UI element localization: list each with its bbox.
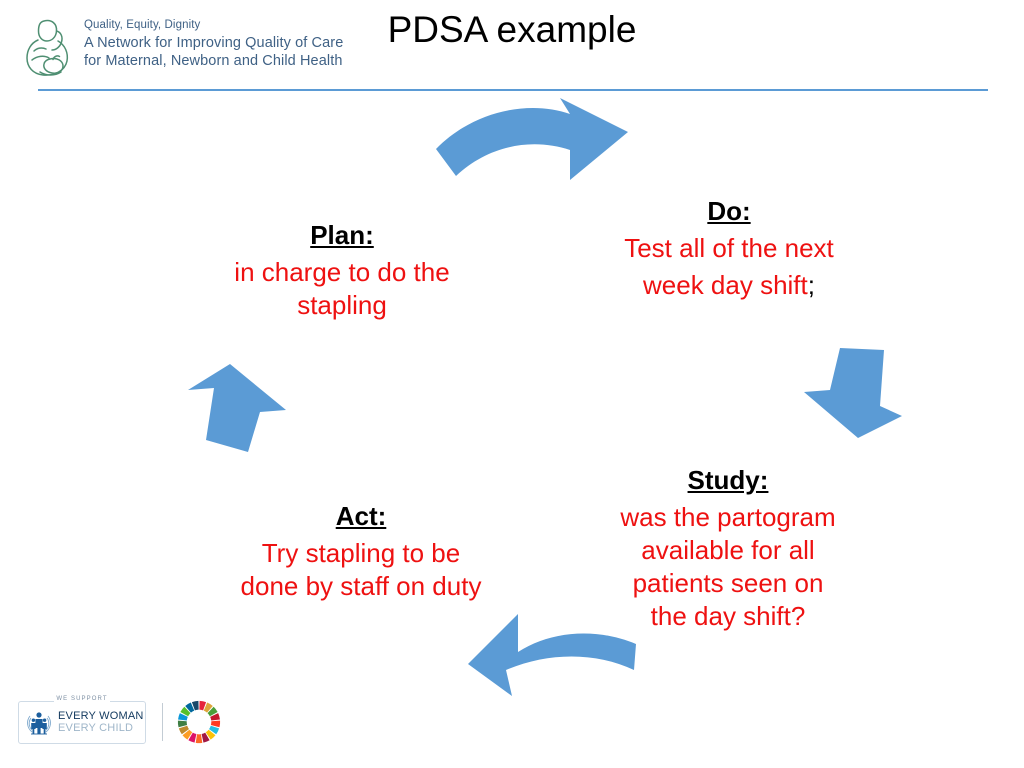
arrow-up-icon [188,364,286,452]
pdsa-act-heading-row: Act: [240,500,482,537]
pdsa-do-body: Test all of the next week day shift [624,233,834,300]
brand-tagline: Quality, Equity, Dignity [84,19,201,31]
every-woman-every-child-logo: WE SUPPORT EVERY WOMAN EVERY CHILD [18,695,146,744]
pdsa-act-heading: Act: [335,501,387,531]
sdg-color-wheel-icon [177,700,221,744]
header-divider [38,89,988,91]
every-woman-every-child-emblem [27,712,51,735]
pdsa-study-body: was the partogram available for all pati… [620,502,836,631]
brand-logo: Quality, Equity, Dignity A Network for I… [20,14,343,80]
footer-divider [162,703,163,741]
pdsa-study-heading-row: Study: [612,464,844,501]
pdsa-block-act: Act: Try stapling to be done by staff on… [240,500,482,603]
pdsa-plan-heading: Plan: [310,220,374,250]
pdsa-block-do: Do: Test all of the next week day shift; [620,195,838,306]
ewec-line-1: EVERY WOMAN [58,710,144,722]
pdsa-block-plan: Plan: in charge to do the stapling [218,219,466,322]
page-title: PDSA example [387,9,637,50]
ewec-line-2: EVERY CHILD [58,722,134,734]
pdsa-do-heading: Do: [707,196,751,226]
pdsa-block-study: Study: was the partogram available for a… [612,464,844,633]
arrow-down-icon [804,348,902,438]
pdsa-do-body-row: Test all of the next week day shift; [620,232,838,306]
pdsa-plan-heading-row: Plan: [218,219,466,256]
pdsa-do-tail: ; [807,270,815,300]
pdsa-plan-body: in charge to do the stapling [234,257,450,320]
mother-and-baby-icon [26,19,69,76]
pdsa-do-heading-row: Do: [620,195,838,232]
ewec-wordmark: EVERY WOMAN EVERY CHILD [58,710,144,734]
brand-line-2: for Maternal, Newborn and Child Health [84,53,343,69]
pdsa-study-heading: Study: [687,465,769,495]
slide-header: Quality, Equity, Dignity A Network for I… [0,0,1024,96]
brand-logo-text: Quality, Equity, Dignity A Network for I… [84,14,343,70]
curved-arrow-right-icon [436,98,628,180]
curved-arrow-left-icon [468,614,636,696]
pdsa-act-body: Try stapling to be done by staff on duty [240,538,482,601]
ewec-support-label: WE SUPPORT [54,695,110,702]
footer-logos: WE SUPPORT EVERY WOMAN EVERY CHILD [18,695,221,744]
brand-line-1: A Network for Improving Quality of Care [84,35,344,51]
